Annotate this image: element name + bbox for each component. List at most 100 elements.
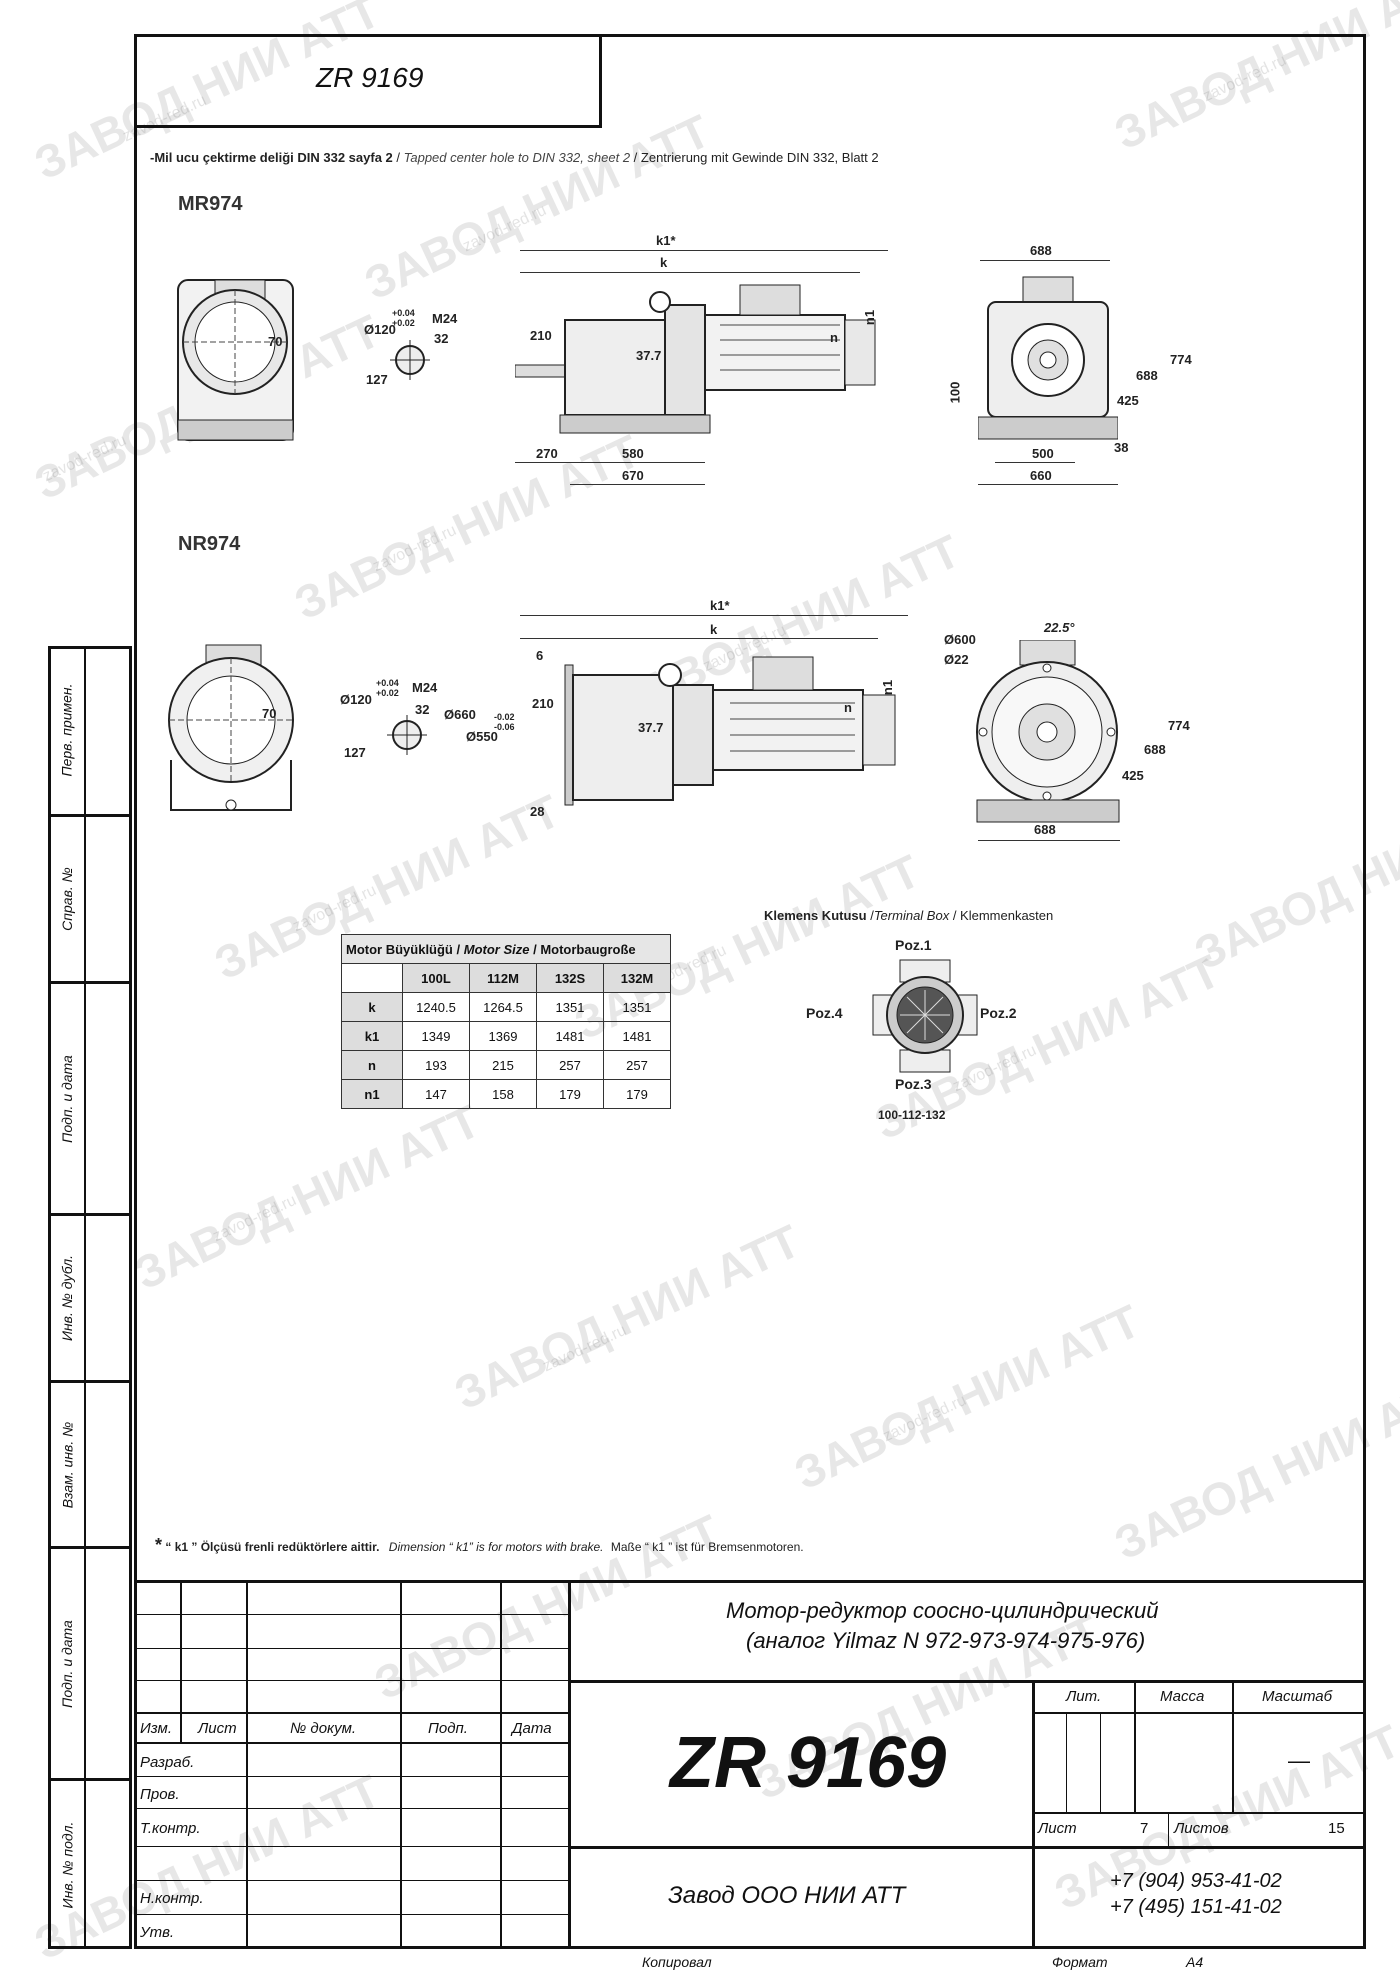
table-cell: 179 [536,1079,604,1109]
table-cell: 1240.5 [402,992,470,1022]
col-podp: Подп. [428,1720,468,1737]
massa-label: Масса [1160,1688,1205,1705]
stamp-line [134,1712,568,1714]
nr-dim-d600: Ø600 [944,632,976,647]
lit-label: Лит. [1066,1688,1102,1705]
motor-table-header: Motor Büyüklüğü / Motor Size / Motorbaug… [341,934,671,964]
footnote-tr: “ k1 ” Ölçüsü frenli redüktörlere aittir… [165,1540,380,1554]
list-label: Лист [1038,1820,1077,1837]
mr-dim-688-top: 688 [1030,243,1052,258]
title-block [134,1580,1366,1949]
table-title-de: Motorbaugroße [540,941,636,957]
table-corner [341,963,403,993]
table-row: k 1240.5 1264.5 1351 1351 [341,992,671,1022]
poz-1: Poz.1 [895,937,932,953]
stamp-title-line2: (аналог Yilmaz N 972-973-974-975-976) [746,1628,1146,1653]
dim-line [980,260,1110,261]
format-label: Формат [1052,1954,1108,1970]
table-cell: 1351 [603,992,671,1022]
side-label: Инв. № дубл. [48,1216,86,1380]
nr-dim-37-7: 37.7 [638,720,664,735]
side-label-text: Инв. № дубл. [59,1254,76,1342]
stamp-line [500,1580,502,1949]
side-label: Взам. инв. № [48,1383,86,1546]
nr-tol-minus: +0.02 [376,688,399,698]
stamp-line [1134,1680,1136,1812]
stamp-line [568,1580,571,1949]
nr-dim-688: 688 [1144,742,1166,757]
nr-dim-127: 127 [344,745,366,760]
stamp-line [134,1742,568,1744]
stamp-line [134,1846,568,1847]
row-utv: Утв. [140,1924,175,1941]
sep: / [392,150,404,165]
mr-dim-32: 32 [434,331,449,346]
mr-tol-minus: +0.02 [392,318,415,328]
dim-line [995,462,1075,463]
stamp-line [400,1580,402,1949]
top-code-box: ZR 9169 [134,34,602,128]
footnote-en: Dimension “ k1” is for motors with brake… [388,1540,604,1554]
stamp-line [134,1680,568,1681]
stamp-line [1032,1712,1366,1714]
dim-line [978,484,1118,485]
nr-dim-n1: n1 [880,679,896,696]
model-mr974-title: MR974 [178,193,243,215]
terminal-box-sizes: 100-112-132 [878,1108,946,1122]
nr974-side-view [564,656,896,806]
side-label-text: Перв. примен. [59,683,75,777]
din-note-tr: -Mil ucu çektirme deliği DIN 332 sayfa 2 [150,150,393,165]
listov-value: 15 [1328,1820,1345,1837]
table-cell: 215 [469,1050,537,1080]
mr-dim-d120: Ø120 [364,322,396,337]
side-label: Подп. и дата [48,1549,86,1778]
nr974-shaft-detail [387,715,427,755]
col-header: 100L [402,963,470,993]
side-strip [48,646,132,1949]
mr-dim-100: 100 [947,381,963,404]
stamp-line [180,1580,182,1742]
mr-dim-n: n [830,330,838,345]
nr974-flange-view [976,640,1120,823]
stamp-line [1232,1680,1234,1812]
dim-line [978,840,1120,841]
nr-dim-d22: Ø22 [944,652,969,667]
table-title-tr: Motor Büyüklüğü [346,941,453,957]
mr-dim-660: 660 [1030,468,1052,483]
format-value: A4 [1186,1954,1204,1970]
nr-dim-d120: Ø120 [340,692,372,707]
side-label-column [48,646,86,1949]
kopiroval-label: Копировал [642,1954,712,1970]
side-divider [48,1546,132,1549]
mr-dim-500: 500 [1032,446,1054,461]
table-row: n1 147 158 179 179 [341,1079,671,1109]
company-name: Завод ООО НИИ АТТ [668,1882,906,1909]
table-cell: 257 [536,1050,604,1080]
nr-dim-70: 70 [262,706,277,721]
col-doc: № докум. [290,1720,357,1737]
side-label: Справ. № [48,817,86,981]
dim-line [515,462,705,463]
side-divider [48,1778,132,1781]
masshtab-label: Масштаб [1262,1688,1333,1705]
dim-line [520,615,908,616]
mr-dim-774: 774 [1170,352,1192,367]
mr974-end-view [177,279,294,441]
din-note: -Mil ucu çektirme deliği DIN 332 sayfa 2… [150,150,879,165]
side-label: Перв. примен. [48,646,86,814]
table-cell: 1349 [402,1021,470,1051]
side-divider [48,981,132,984]
stamp-line [568,1680,1366,1683]
row-razrab: Разраб. [140,1754,195,1771]
mr-dim-670: 670 [622,468,644,483]
nr-dim-28: 28 [530,804,545,819]
phone-2: +7 (495) 151-41-02 [1110,1896,1282,1918]
drawing-frame [134,34,1366,1949]
listov-label: Листов [1174,1820,1229,1837]
motor-size-table: Motor Büyüklüğü / Motor Size / Motorbaug… [341,934,671,1109]
table-cell: 1264.5 [469,992,537,1022]
din-note-de: Zentrierung mit Gewinde DIN 332, Blatt 2 [640,150,879,165]
terminal-box-de: Klemmenkasten [960,908,1054,923]
row-tkontr: Т.контр. [140,1820,201,1837]
nr-tol2-plus: -0.02 [494,712,515,722]
